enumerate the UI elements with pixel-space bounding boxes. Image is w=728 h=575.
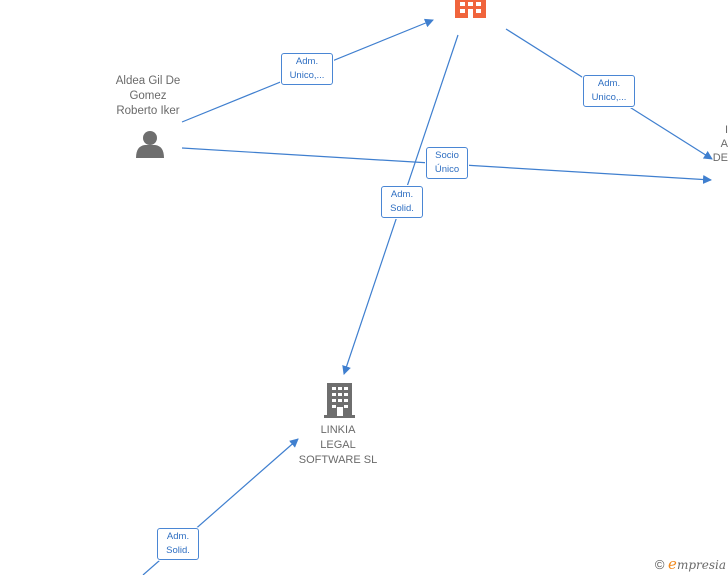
edge-label-line: Único <box>434 164 460 175</box>
right-node-name-line: A <box>720 138 728 150</box>
edge-label-line: Unico,... <box>591 92 627 103</box>
person-name[interactable]: Aldea Gil De Gomez Roberto Iker <box>108 74 188 119</box>
edge-label-line: Adm. <box>166 531 190 542</box>
linkia-name-line: SOFTWARE SL <box>298 454 378 466</box>
person-name-line: Aldea Gil De <box>115 75 181 87</box>
person-icon[interactable] <box>136 131 164 158</box>
right-node-name-line: DE <box>712 152 728 164</box>
linkia-name-line: LEGAL <box>320 439 356 451</box>
edge-label-bottom-linkia[interactable]: Adm. Solid. <box>157 528 199 560</box>
linkia-name[interactable]: LINKIA LEGAL SOFTWARE SL <box>288 423 388 468</box>
building-icon-top-company[interactable] <box>455 0 486 18</box>
edge-label-line: Solid. <box>166 545 190 556</box>
linkia-name-line: LINKIA <box>320 424 356 436</box>
person-name-line: Roberto Iker <box>116 105 180 117</box>
edge-label-top-linkia[interactable]: Adm. Solid. <box>381 186 423 218</box>
edge-label-line: Adm. <box>390 189 414 200</box>
brand-e: e <box>668 555 677 573</box>
copyright-symbol: © <box>654 557 665 572</box>
edge-label-line: Socio <box>435 150 459 161</box>
edge-label-line: Solid. <box>390 203 414 214</box>
building-icon-linkia[interactable] <box>324 383 355 418</box>
edge-label-line: Adm. <box>295 56 319 67</box>
brand-rest: mpresia <box>676 558 726 572</box>
right-node-name-line: I <box>724 124 728 136</box>
edge-label-top-right[interactable]: Adm. Unico,... <box>583 75 635 107</box>
edge-label-line: Unico,... <box>289 70 325 81</box>
edge-label-line: Adm. <box>597 78 621 89</box>
right-node-name-cut[interactable]: I A DE <box>711 123 728 165</box>
person-name-line: Gomez <box>129 90 167 102</box>
edge-label-person-top[interactable]: Adm. Unico,... <box>281 53 333 85</box>
edge-label-person-right[interactable]: Socio Único <box>426 147 468 179</box>
empresia-logo[interactable]: © empresia <box>655 555 726 573</box>
